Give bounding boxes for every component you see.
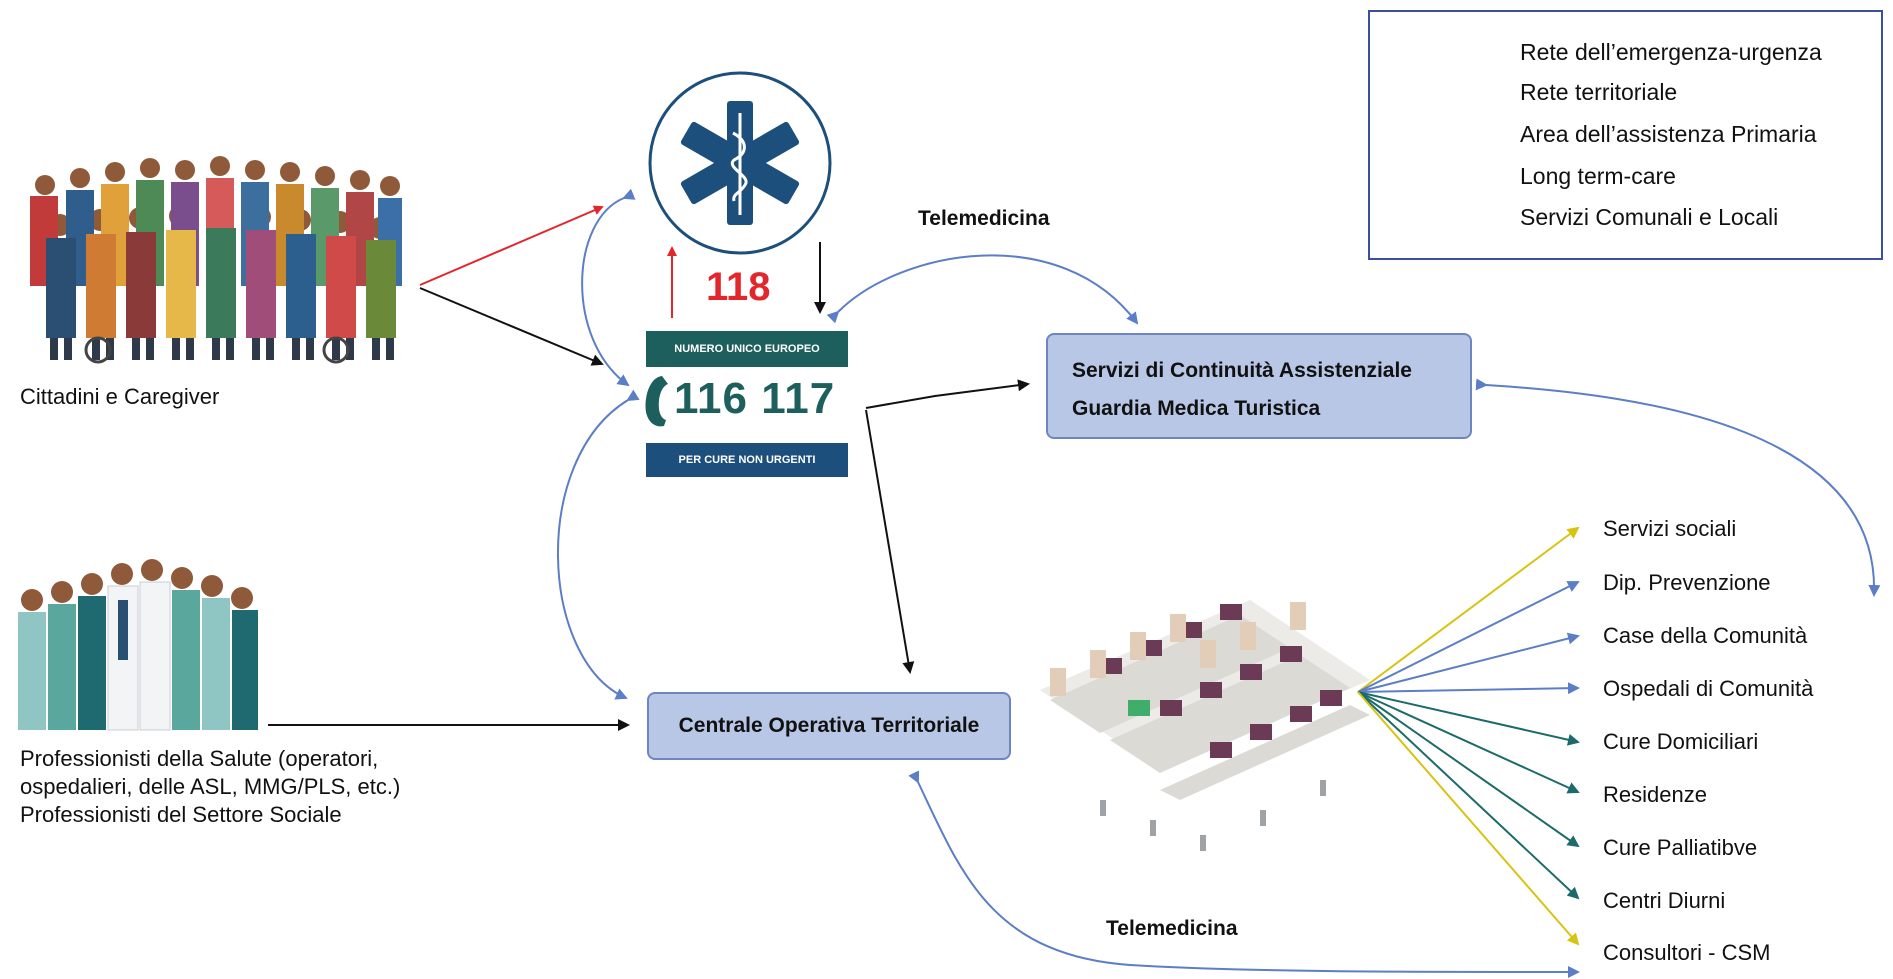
continuity-services-box: Servizi di Continuità Assistenziale Guar… xyxy=(1046,333,1472,439)
telemedicina-label-bottom: Telemedicina xyxy=(1106,917,1238,940)
service-item-ospedali-comunita: Ospedali di Comunità xyxy=(1603,676,1814,701)
citizens-label: Cittadini e Caregiver xyxy=(20,384,220,409)
fan-case-comunita xyxy=(1357,632,1580,693)
phone-icon xyxy=(645,376,668,427)
arrow-116117-continuity xyxy=(865,379,1030,409)
star-of-life-icon xyxy=(648,71,832,255)
european-number-badge: NUMERO UNICO EUROPEO xyxy=(646,331,848,367)
fan-consultori xyxy=(1357,691,1580,946)
cot-box: Centrale Operativa Territoriale xyxy=(647,692,1011,760)
crowd-illustration xyxy=(20,150,402,364)
arrow-curve-116117-cot xyxy=(557,389,640,700)
continuity-box-line2: Guardia Medica Turistica xyxy=(1072,397,1321,420)
fan-dip-prevenzione xyxy=(1357,581,1580,693)
arrow-continuity-right-curve xyxy=(1475,378,1881,597)
fan-servizi-sociali xyxy=(1357,526,1580,693)
legend: Rete dell’emergenza-urgenza Rete territo… xyxy=(1368,10,1883,260)
fan-residenze xyxy=(1357,691,1580,794)
non-urgent-badge: PER CURE NON URGENTI xyxy=(646,443,848,477)
arrow-telemedicina-top xyxy=(826,254,1139,325)
professionals-label-line1: Professionisti della Salute (operatori, xyxy=(20,746,379,771)
professionals-label-line2: ospedalieri, delle ASL, MMG/PLS, etc.) xyxy=(20,774,401,799)
professionals-label-line3: Professionisti del Settore Sociale xyxy=(20,802,342,827)
fan-cure-palliative xyxy=(1357,691,1580,848)
non-urgent-number-116117: 116 117 xyxy=(674,374,836,423)
fan-cure-domiciliari xyxy=(1357,691,1580,746)
arrow-curve-emblem-116117 xyxy=(581,188,636,387)
legend-label-emergency: Rete dell’emergenza-urgenza xyxy=(1520,39,1822,65)
legend-label-territorial: Rete territoriale xyxy=(1520,79,1678,105)
service-item-cure-palliative: Cure Palliatibve xyxy=(1603,835,1758,860)
emergency-number-118: 118 xyxy=(706,265,771,309)
service-item-dip-prevenzione: Dip. Prevenzione xyxy=(1603,570,1771,595)
office-desks-illustration xyxy=(1040,600,1370,851)
legend-label-long-term: Long term-care xyxy=(1520,163,1676,189)
cot-box-label: Centrale Operativa Territoriale xyxy=(678,714,980,737)
service-item-case-comunita: Case della Comunità xyxy=(1603,623,1808,648)
arrow-116117-cot xyxy=(865,409,915,674)
service-item-consultori-csm: Consultori - CSM xyxy=(1603,940,1771,965)
continuity-box-line1: Servizi di Continuità Assistenziale xyxy=(1072,359,1412,382)
legend-label-municipal: Servizi Comunali e Locali xyxy=(1520,204,1779,230)
service-item-servizi-sociali: Servizi sociali xyxy=(1603,516,1737,541)
legend-label-primary: Area dell’assistenza Primaria xyxy=(1520,121,1817,147)
arrow-citizens-118 xyxy=(419,205,604,286)
arrow-citizens-116117 xyxy=(419,287,604,366)
service-item-cure-domiciliari: Cure Domiciliari xyxy=(1603,729,1759,754)
fan-centri-diurni xyxy=(1357,691,1580,900)
arrow-telemedicina-bottom xyxy=(908,770,1580,978)
health-professionals-illustration xyxy=(18,559,258,731)
telemedicina-label-top: Telemedicina xyxy=(918,207,1050,230)
service-item-residenze: Residenze xyxy=(1603,782,1707,807)
service-item-centri-diurni: Centri Diurni xyxy=(1603,888,1726,913)
fan-ospedali-comunita xyxy=(1357,682,1580,695)
